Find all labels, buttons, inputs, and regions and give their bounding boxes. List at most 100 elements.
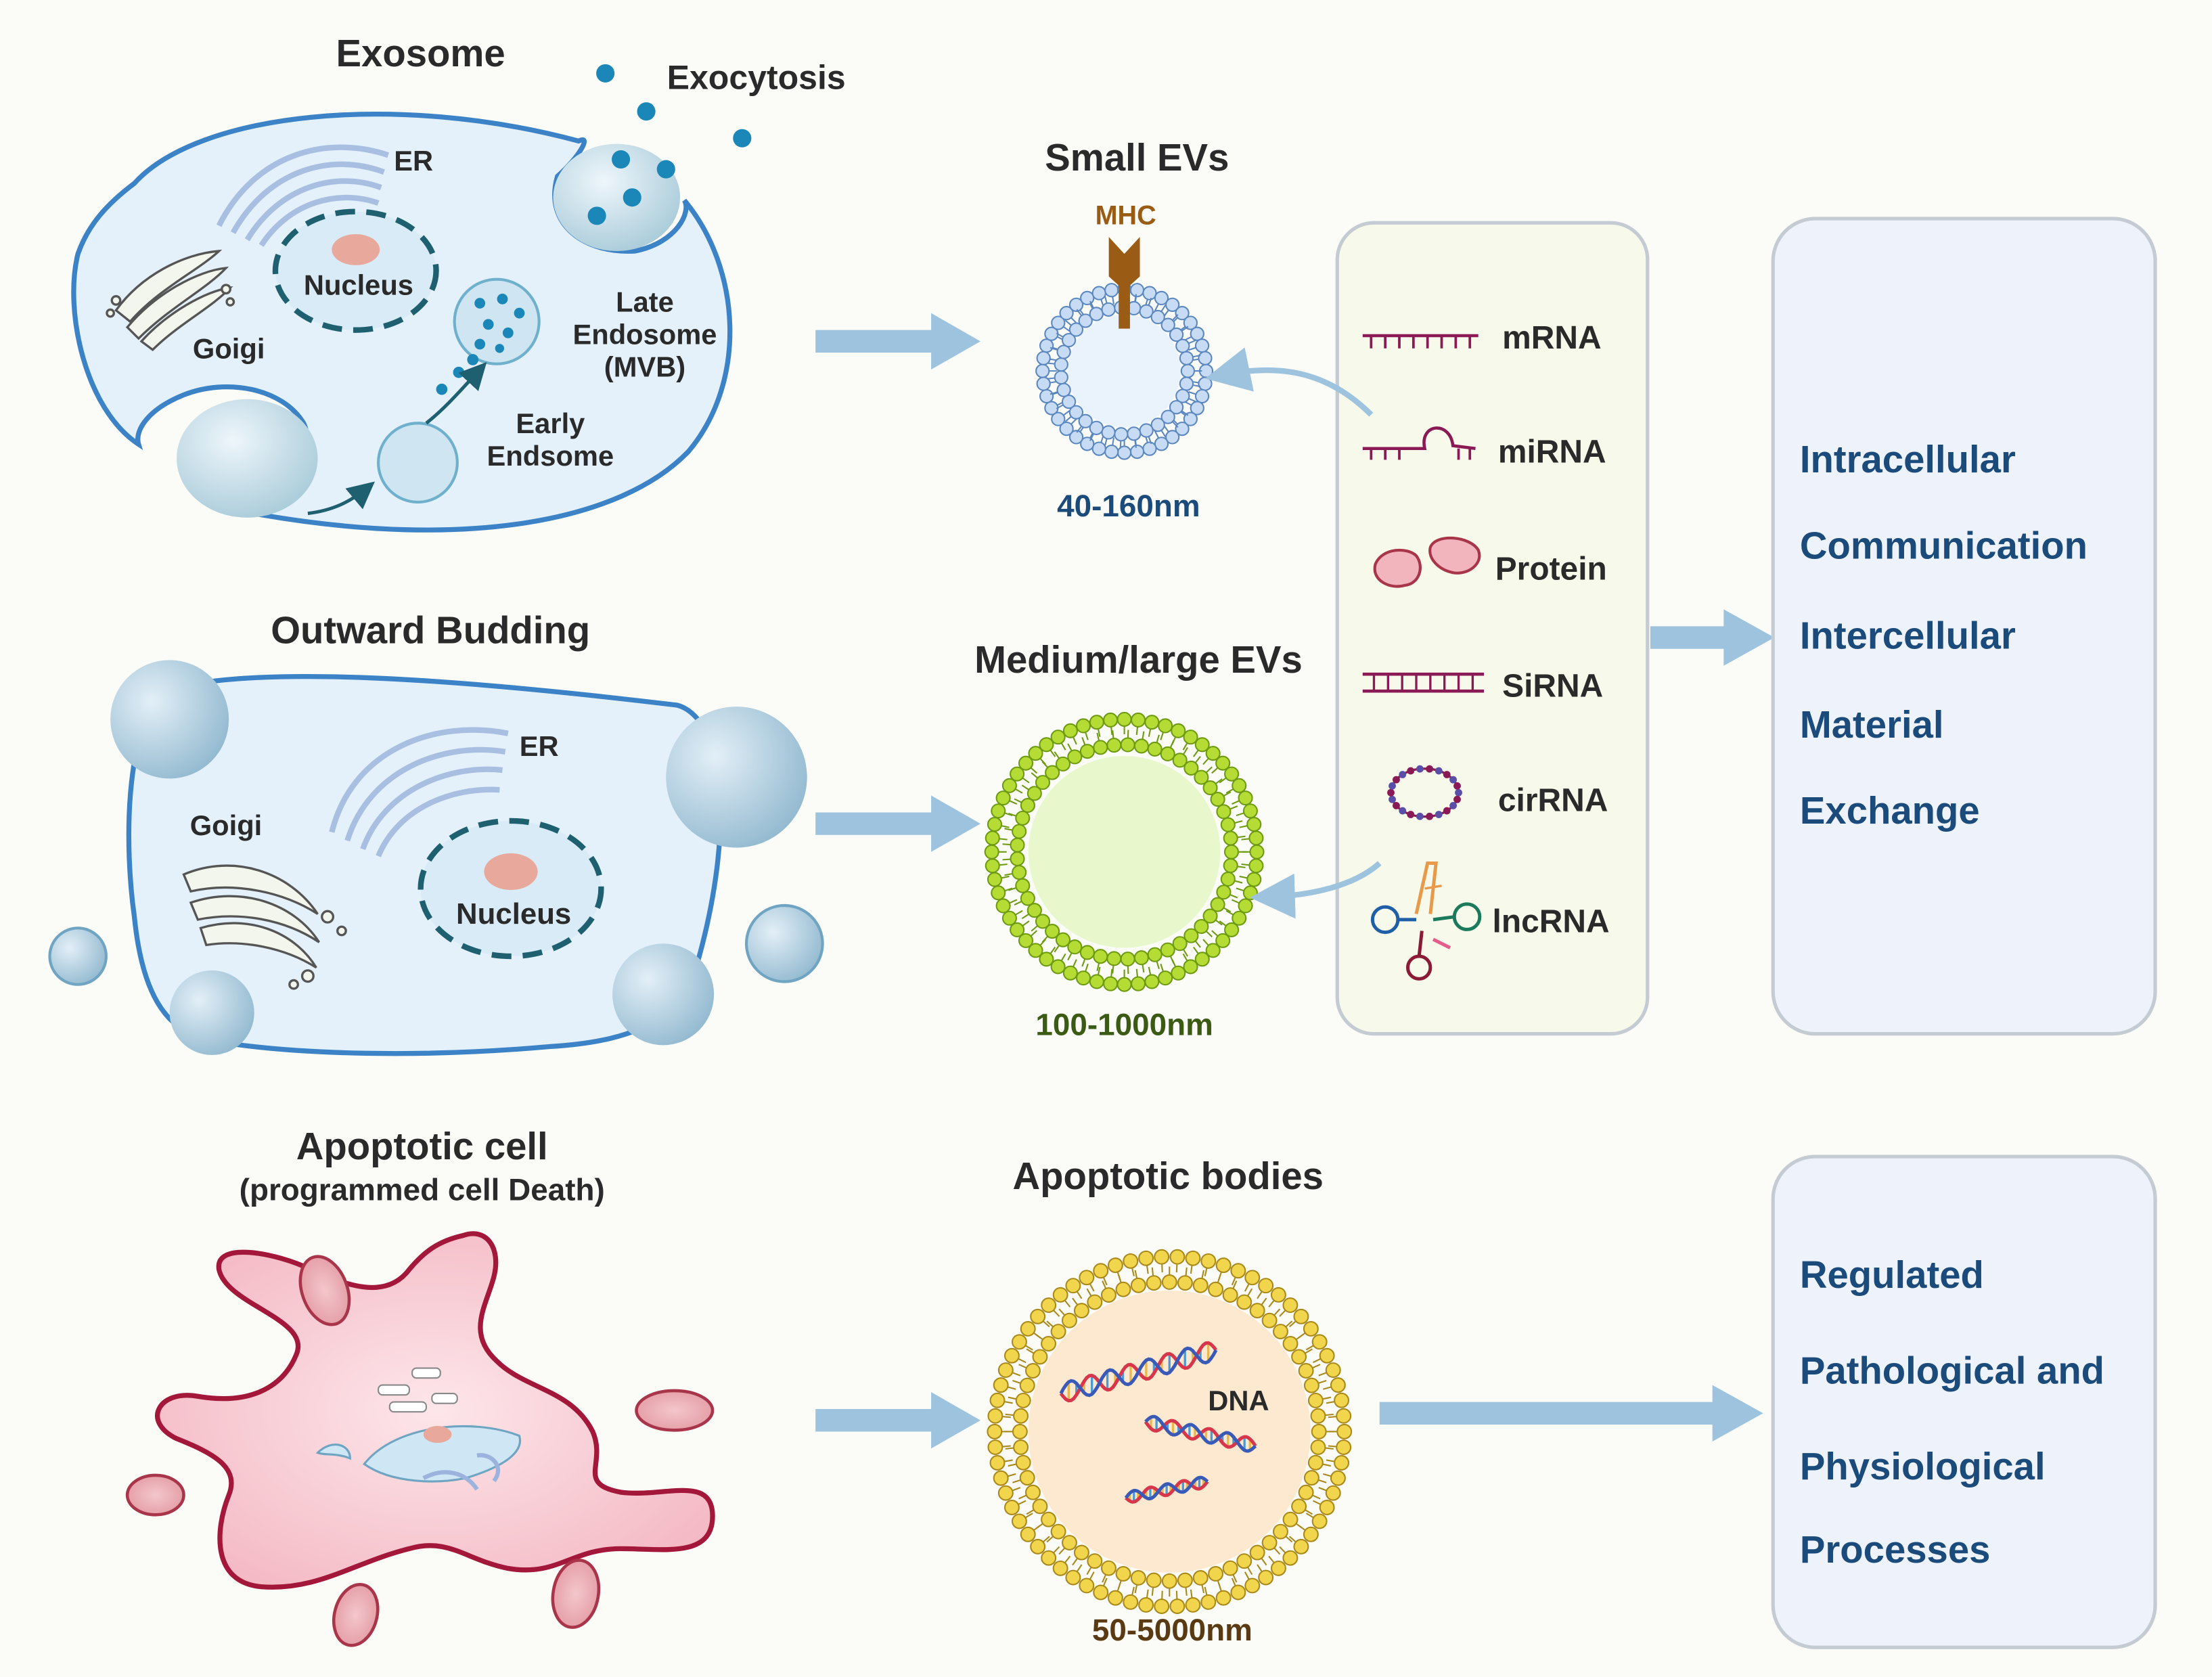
lipid-head [1175, 421, 1190, 437]
lipid-head [1050, 1523, 1066, 1540]
lipid-head [1172, 753, 1188, 768]
exocytosis-label: Exocytosis [667, 58, 846, 96]
lipid-head [1103, 712, 1119, 728]
budding-nucleolus [484, 853, 538, 891]
lipid-head [1336, 1408, 1352, 1424]
exocytosis-pocket [553, 143, 681, 251]
lipid-head [1205, 943, 1221, 958]
budding-nucleus-label: Nucleus [456, 897, 571, 931]
small-ev [1035, 237, 1214, 460]
early-endosome [377, 422, 459, 504]
bud-right [666, 707, 807, 848]
lipid-head [1216, 885, 1232, 900]
dna-strand [1125, 1479, 1209, 1504]
apoptotic-body-bilayer [987, 1249, 1353, 1614]
lipid-head [1236, 1553, 1252, 1569]
lipid-head [1133, 950, 1149, 966]
lipid-head [1334, 1455, 1350, 1471]
lipid-head [1190, 326, 1204, 341]
arrow-bodies-to-regulation [1379, 1385, 1763, 1441]
budding-title: Outward Budding [271, 608, 590, 651]
lipid-head [1139, 304, 1154, 319]
lipid-head [1161, 1573, 1177, 1589]
lipid-head [1198, 376, 1213, 391]
lipid-head [1018, 933, 1034, 948]
circrna-icon [1387, 765, 1462, 820]
circrna-base [1393, 802, 1400, 809]
lipid-head [1298, 1363, 1314, 1379]
lipid-head [995, 790, 1011, 806]
lipid-head [1020, 798, 1035, 813]
circrna-base [1399, 807, 1407, 815]
apoptotic-bodies-size: 50-5000nm [1092, 1612, 1252, 1647]
bud-bottom-left [169, 970, 254, 1055]
lipid-head [1200, 1594, 1217, 1610]
lipid-head [1013, 1439, 1029, 1455]
lipid-head [993, 1377, 1009, 1393]
apoptotic-bodies-title: Apoptotic bodies [1012, 1155, 1323, 1197]
sirna-icon [1362, 672, 1485, 693]
lipid-head [1194, 952, 1210, 967]
lipid-head [1133, 738, 1149, 754]
flow-arrows [815, 313, 1775, 1449]
lipid-head [1230, 1584, 1246, 1601]
lipid-head [1202, 780, 1218, 796]
lipid-head [1303, 1377, 1319, 1393]
lipid-head [1123, 1253, 1139, 1269]
lipid-head [1270, 1287, 1286, 1303]
lipid-head [997, 1362, 1014, 1379]
protein-icon [1373, 537, 1481, 588]
lipid-head [1115, 1281, 1131, 1297]
lipid-head [1056, 344, 1071, 359]
circrna-base [1389, 795, 1396, 803]
circrna-base [1453, 782, 1461, 790]
lipid-head [1336, 1439, 1352, 1455]
lipid-head [1194, 737, 1210, 753]
lipid-head [1059, 421, 1074, 437]
cargo-label-mirna: miRNA [1498, 434, 1606, 470]
lipid-head [984, 844, 999, 859]
lipid-head [1160, 746, 1175, 762]
lipid-head [1065, 1569, 1081, 1586]
lipid-head [1045, 924, 1060, 939]
lipid-head [1012, 865, 1027, 880]
lipid-head [1010, 922, 1025, 937]
lipid-head [1330, 1377, 1346, 1393]
arrow-apoptotic-to-bodies [815, 1392, 981, 1449]
lipid-head [1028, 943, 1043, 958]
lipid-head [1202, 908, 1218, 924]
circrna-base [1407, 811, 1415, 818]
lipid-head [1160, 942, 1175, 958]
lipid-head [1020, 891, 1035, 906]
lipid-head [1045, 765, 1060, 780]
mrna-icon [1362, 334, 1479, 349]
lipid-head [1249, 1303, 1265, 1319]
lipid-head [1093, 949, 1108, 964]
exosome-golgi-label: Goigi [193, 332, 265, 364]
lipid-head [1311, 1334, 1328, 1350]
lipid-head [1325, 1362, 1341, 1379]
lipid-head [1175, 388, 1190, 403]
lipid-head [1019, 1470, 1035, 1486]
lipid-head [1010, 837, 1025, 853]
lipid-head [1242, 803, 1258, 819]
lipid-head [1171, 965, 1186, 981]
lipid-head [1224, 922, 1240, 937]
lipid-head [1220, 871, 1236, 887]
lipid-head [1244, 1578, 1261, 1594]
lipid-head [1258, 1569, 1274, 1586]
lipid-head [1035, 775, 1051, 790]
lipid-head [1144, 974, 1160, 989]
lipid-head [1248, 830, 1264, 846]
lipid-head [1087, 1553, 1103, 1569]
lipid-head [1192, 1569, 1209, 1586]
circrna-base [1443, 807, 1451, 815]
lipid-head [1223, 830, 1238, 846]
lipid-head [1165, 430, 1180, 445]
lipid-head [1216, 804, 1232, 820]
lipid-head [1258, 1278, 1274, 1294]
lipid-head [1116, 711, 1132, 727]
lipid-head [1311, 1513, 1328, 1529]
lipid-head [1169, 1598, 1186, 1614]
lipid-head [1222, 1287, 1238, 1303]
